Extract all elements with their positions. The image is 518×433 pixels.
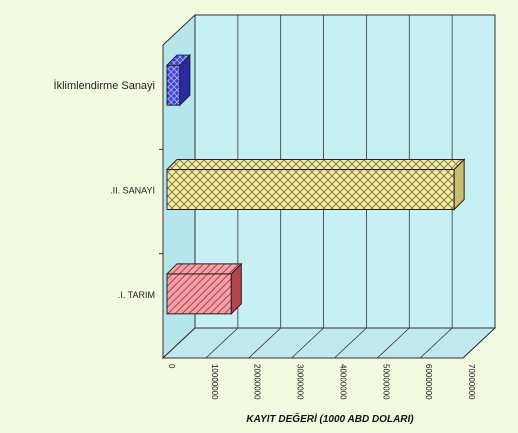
plot-floor xyxy=(161,327,497,359)
floor-gridline xyxy=(462,327,496,359)
bar-side xyxy=(230,262,242,316)
floor-gridline xyxy=(377,327,410,359)
category-label: İklimlendirme Sanayi xyxy=(54,79,155,92)
floor-gridline xyxy=(334,327,367,359)
x-tick-label: 40000000 xyxy=(338,364,347,400)
x-tick-label: 0 xyxy=(167,364,176,369)
x-tick-label: 50000000 xyxy=(381,364,390,400)
category-label: .II. SANAYİ xyxy=(110,186,155,196)
x-tick-label: 70000000 xyxy=(467,364,476,400)
x-tick-label: 30000000 xyxy=(296,364,305,400)
category-label: .I. TARIM xyxy=(118,290,155,300)
floor-gridline xyxy=(419,327,453,359)
floor-gridline xyxy=(248,327,281,359)
bar-front xyxy=(166,64,181,106)
bar-side xyxy=(453,158,465,211)
floor-gridline xyxy=(291,327,324,359)
bar-side xyxy=(179,53,191,107)
bar-top xyxy=(165,263,243,275)
floor-gridline xyxy=(162,327,196,359)
x-tick-label: 60000000 xyxy=(424,364,433,400)
x-tick-label: 10000000 xyxy=(210,364,219,400)
x-tick-label: 20000000 xyxy=(253,364,262,400)
bar-top xyxy=(165,159,466,170)
bar-front xyxy=(166,273,232,315)
floor-gridline xyxy=(205,327,239,359)
bar-front xyxy=(166,169,455,210)
x-axis-title: KAYIT DEĞERİ (1000 ABD DOLARI) xyxy=(246,412,414,425)
